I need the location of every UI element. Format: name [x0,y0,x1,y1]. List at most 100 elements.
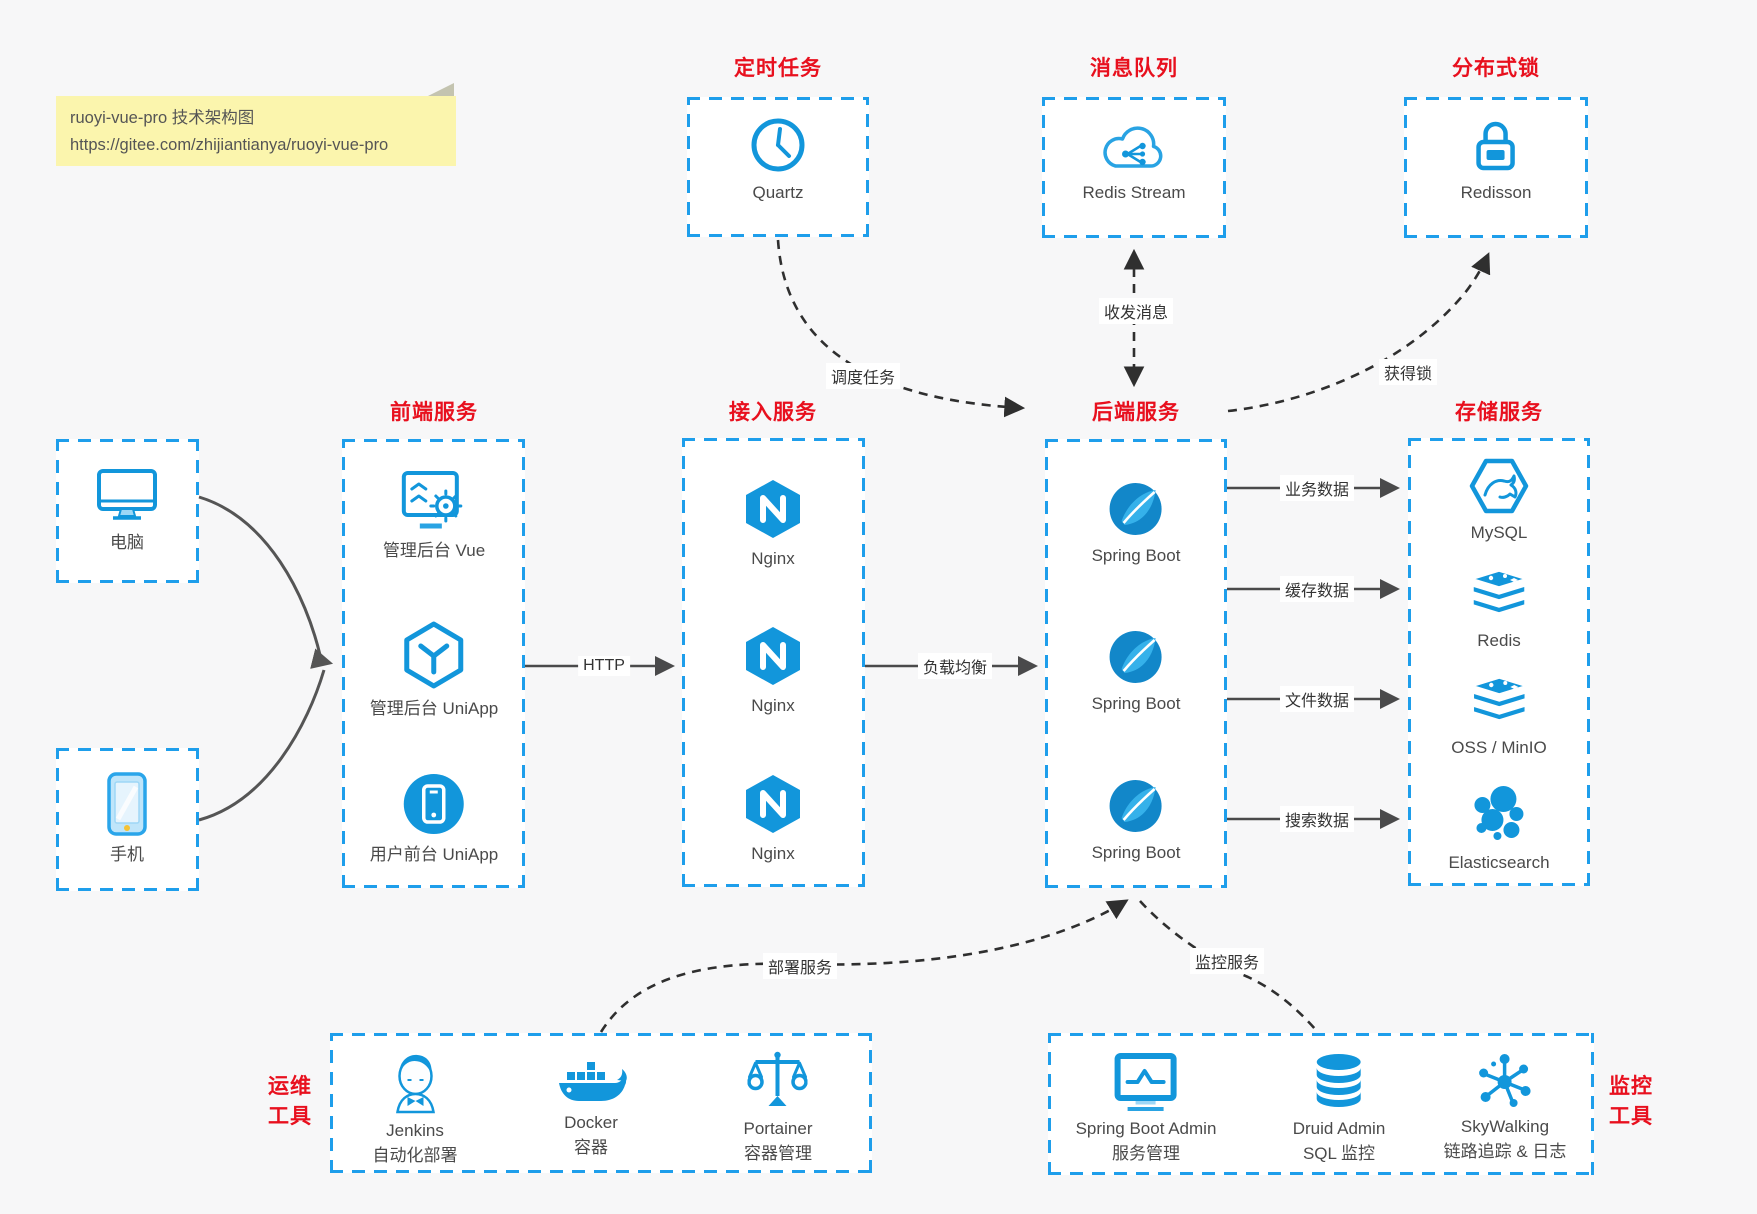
node-docker: Docker 容器 [555,1060,627,1159]
node-phone: 手机 [107,772,147,865]
node-label: Redis Stream [1082,183,1186,202]
node-redis-stream: Redis Stream [1082,124,1186,203]
node-sublabel: SQL 监控 [1302,1144,1376,1164]
node-mysql: MySQL [1469,458,1529,543]
edge-deploy-line [599,899,1129,1033]
mysql-icon [1469,458,1529,514]
edge-label-http: HTTP [578,656,630,676]
group-title-scheduler: 定时任务 [734,57,822,80]
group-title-lock: 分布式锁 [1452,57,1540,80]
spring-icon [1110,483,1162,535]
node-redisson: Redisson [1460,118,1532,203]
node-nginx-1: Nginx [744,478,802,569]
nginx-icon [746,480,800,538]
node-label: Spring Boot Admin [1075,1119,1217,1138]
edge-label-cache-data: 缓存数据 [1279,576,1355,602]
node-spring-boot-admin: Spring Boot Admin 服务管理 [1075,1052,1217,1165]
edge-label-load-balance: 负载均衡 [917,653,993,679]
node-label: Redisson [1460,183,1532,202]
node-nginx-3: Nginx [744,773,802,864]
node-label: 电脑 [110,533,144,552]
node-label: Jenkins [386,1121,444,1140]
node-label: Spring Boot [1091,843,1181,862]
network-nodes-icon [1479,1054,1531,1107]
node-label: Elasticsearch [1448,853,1550,872]
edge-label-deploy: 部署服务 [762,953,838,979]
node-admin-uniapp: 管理后台 UniApp [370,620,498,719]
node-spring-3: Spring Boot [1091,778,1181,863]
node-pc: 电脑 [96,468,158,553]
node-label: Redis [1477,631,1521,650]
edge-label-monitor: 监控服务 [1189,948,1265,974]
node-sublabel: 容器 [574,1138,608,1158]
monitoring-title-line2: 工具 [1609,1105,1653,1129]
node-sublabel: 链路追踪 & 日志 [1443,1142,1567,1162]
edge-acquire-lock-line [1227,252,1491,413]
node-spring-1: Spring Boot [1091,481,1181,566]
node-label: Portainer [743,1119,813,1138]
node-label: MySQL [1470,523,1528,542]
node-redis: Redis [1470,570,1528,651]
node-label: Nginx [751,549,795,568]
portainer-icon [747,1051,808,1106]
node-label: SkyWalking [1460,1117,1550,1136]
edge-label-business-data: 业务数据 [1279,475,1355,501]
monitor-chart-icon [1115,1053,1177,1111]
group-title-mq: 消息队列 [1090,57,1178,80]
node-quartz: Quartz [749,116,807,203]
edge-monitor-line [1139,900,1317,1031]
node-spring-2: Spring Boot [1092,629,1180,714]
node-label: Nginx [751,696,795,715]
node-elasticsearch: Elasticsearch [1448,784,1550,873]
node-label: 管理后台 UniApp [369,699,499,718]
spring-icon [1110,780,1162,832]
node-oss-minio: OSS / MinIO [1451,677,1547,758]
nginx-icon [746,627,800,685]
node-label: 手机 [110,845,144,864]
node-label: Nginx [751,844,795,863]
edge-schedule-line [776,239,1026,418]
node-sublabel: 自动化部署 [372,1146,458,1166]
edge-label-schedule: 调度任务 [825,363,901,389]
edge-label-search-data: 搜索数据 [1279,806,1355,832]
node-sublabel: 容器管理 [743,1144,812,1164]
node-druid-admin: Druid Admin SQL 监控 [1292,1052,1386,1165]
storage-services-box [1408,438,1590,886]
node-label: 管理后台 Vue [382,541,486,560]
node-admin-vue: 管理后台 Vue [383,470,485,561]
note-url: https://gitee.com/zhijiantianya/ruoyi-vu… [70,135,389,154]
edge-label-file-data: 文件数据 [1279,686,1355,712]
mobile-app-icon [403,774,464,834]
node-jenkins: Jenkins 自动化部署 [373,1050,458,1167]
oss-stack-icon [1470,677,1528,721]
group-title-monitoring: 监控 工具 [1609,1072,1653,1133]
admin-vue-icon [402,471,463,529]
group-title-frontend: 前端服务 [390,401,478,424]
padlock-icon [1476,121,1516,171]
node-label: OSS / MinIO [1451,738,1547,757]
node-label: Quartz [752,183,804,202]
edge-pc-to-frontend [198,495,334,669]
group-title-storage: 存储服务 [1455,401,1543,424]
jenkins-icon [395,1054,435,1114]
elasticsearch-icon [1473,786,1523,840]
edge-phone-to-frontend [198,669,326,822]
clock-icon [751,118,805,172]
phone-icon [107,772,147,836]
node-label: Druid Admin [1292,1119,1386,1138]
node-sublabel: 服务管理 [1112,1144,1180,1164]
group-title-gateway: 接入服务 [729,401,817,424]
note-title: ruoyi-vue-pro 技术架构图 [70,109,255,127]
cloud-stream-icon [1103,126,1163,168]
group-title-backend: 后端服务 [1092,401,1180,424]
ops-title-line1: 运维 [268,1075,312,1098]
node-nginx-2: Nginx [744,625,802,716]
ops-title-line2: 工具 [268,1105,312,1129]
redis-stack-icon [1470,570,1528,614]
node-label: Spring Boot [1091,546,1181,565]
edge-label-send-receive: 收发消息 [1098,298,1174,324]
node-user-uniapp: 用户前台 UniApp [370,772,498,865]
node-portainer: Portainer 容器管理 [743,1050,813,1165]
spring-icon [1110,631,1162,683]
